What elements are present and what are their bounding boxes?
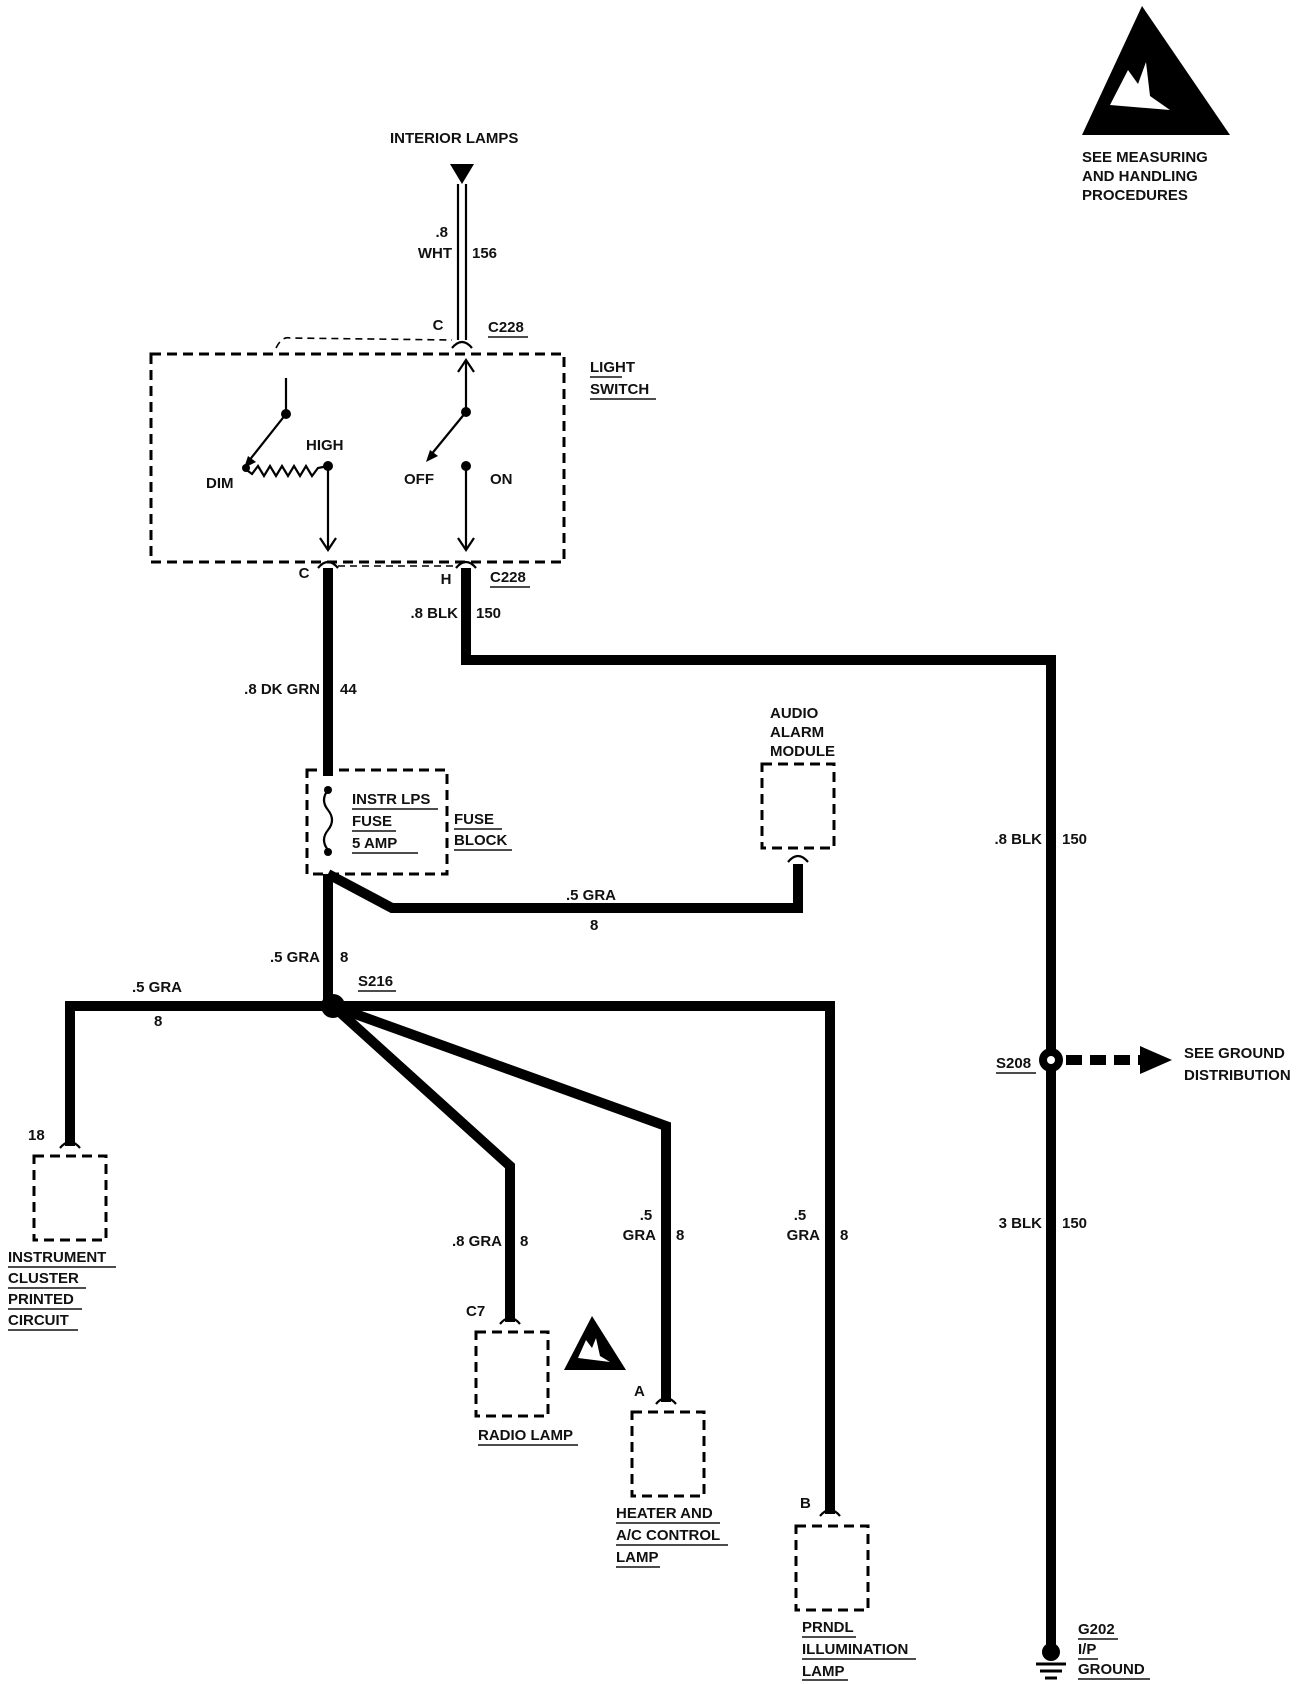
- high-label: HIGH: [306, 437, 344, 454]
- s208-label: S208: [996, 1055, 1031, 1072]
- prndl-lamp-line1: PRNDL: [802, 1619, 854, 1636]
- fuse-block-box: [305, 768, 449, 876]
- instrument-cluster-line2: CLUSTER: [8, 1270, 79, 1287]
- wire-gra-radio: [329, 1002, 515, 1322]
- wire-gra-left: [65, 1001, 333, 1146]
- wire-dkgrn-circuit: 44: [340, 681, 357, 698]
- wire-blk-right-circuit: 150: [1062, 831, 1087, 848]
- ground-distribution-arrow-icon: [1140, 1046, 1172, 1074]
- wire-gra-left-label: .5 GRA: [132, 979, 182, 996]
- fuse-line3: 5 AMP: [352, 835, 397, 852]
- fuse-line1: INSTR LPS: [352, 791, 430, 808]
- wire-top-color: WHT: [418, 245, 452, 262]
- prndl-wire-size: .5: [794, 1207, 807, 1224]
- esd-note-line3: PROCEDURES: [1082, 187, 1188, 204]
- c228-bottom-pin-left: C: [299, 565, 310, 582]
- esd-warning-icon-small: [564, 1316, 626, 1370]
- light-switch-line1: LIGHT: [590, 359, 635, 376]
- ground-line2: I/P: [1078, 1641, 1096, 1658]
- audio-alarm-module-box: [760, 762, 836, 850]
- interior-lamps-label: INTERIOR LAMPS: [390, 130, 518, 147]
- wire-blk-top-label: .8 BLK: [410, 605, 458, 622]
- instrument-cluster-box: [32, 1154, 108, 1242]
- audio-alarm-line3: MODULE: [770, 743, 835, 760]
- wire-3blk-label: 3 BLK: [999, 1215, 1043, 1232]
- s216-label: S216: [358, 973, 393, 990]
- ground-line3: GROUND: [1078, 1661, 1145, 1678]
- ground-icon: [1036, 1643, 1066, 1680]
- audio-alarm-line2: ALARM: [770, 724, 824, 741]
- wire-top-size: .8: [435, 224, 448, 241]
- wire-gra-left-circuit: 8: [154, 1013, 162, 1030]
- radio-lamp-box: [474, 1330, 550, 1418]
- wire-gra-down-label: .5 GRA: [270, 949, 320, 966]
- prndl-lamp-line3: LAMP: [802, 1663, 845, 1680]
- instrument-cluster-line3: PRINTED: [8, 1291, 74, 1308]
- prndl-wire-color: GRA: [787, 1227, 821, 1244]
- dimmer-resistor: [243, 463, 329, 479]
- heater-lamp-line2: A/C CONTROL: [616, 1527, 720, 1544]
- ground-line1: G202: [1078, 1621, 1115, 1638]
- dim-label: DIM: [206, 475, 234, 492]
- heater-lamp-box: [630, 1410, 706, 1498]
- wire-gra-alarm-label: .5 GRA: [566, 887, 616, 904]
- wire-dkgrn-label: .8 DK GRN: [244, 681, 320, 698]
- c228-top-connector: C228: [488, 319, 524, 336]
- audio-alarm-line1: AUDIO: [770, 705, 819, 722]
- wire-blk-top-circuit: 150: [476, 605, 501, 622]
- fuse-block-line2: BLOCK: [454, 832, 507, 849]
- prndl-lamp-line2: ILLUMINATION: [802, 1641, 908, 1658]
- wire-top-circuit: 156: [472, 245, 497, 262]
- off-label: OFF: [404, 471, 434, 488]
- prndl-lamp-box: [794, 1524, 870, 1612]
- instrument-cluster-pin: 18: [28, 1127, 45, 1144]
- wire-gra-alarm-circuit: 8: [590, 917, 598, 934]
- radio-wire-circuit: 8: [520, 1233, 528, 1250]
- wire-blk-150: [461, 568, 1056, 1652]
- radio-lamp-pin: C7: [466, 1303, 485, 1320]
- wire-gra-heater: [331, 1001, 671, 1402]
- wire-3blk-circuit: 150: [1062, 1215, 1087, 1232]
- c228-bottom-connector: C228: [490, 569, 526, 586]
- light-switch-line2: SWITCH: [590, 381, 649, 398]
- esd-note-line2: AND HANDLING: [1082, 168, 1198, 185]
- wire-gra-prndl: [333, 1001, 835, 1514]
- heater-wire-color: GRA: [623, 1227, 657, 1244]
- c228-bottom-pin-right: H: [441, 571, 452, 588]
- instrument-cluster-line4: CIRCUIT: [8, 1312, 69, 1329]
- heater-lamp-line1: HEATER AND: [616, 1505, 713, 1522]
- heater-wire-circuit: 8: [676, 1227, 684, 1244]
- see-ground-line2: DISTRIBUTION: [1184, 1067, 1291, 1084]
- esd-note-line1: SEE MEASURING: [1082, 149, 1208, 166]
- radio-lamp-label: RADIO LAMP: [478, 1427, 573, 1444]
- fuse-icon: [322, 789, 334, 851]
- light-switch-box: [149, 352, 566, 564]
- heater-lamp-line3: LAMP: [616, 1549, 659, 1566]
- interior-lamps-arrow-icon: [450, 164, 474, 184]
- heater-wire-size: .5: [640, 1207, 653, 1224]
- instrument-cluster-line1: INSTRUMENT: [8, 1249, 106, 1266]
- c228-top-pin: C: [433, 317, 444, 334]
- see-ground-line1: SEE GROUND: [1184, 1045, 1285, 1062]
- on-label: ON: [490, 471, 513, 488]
- heater-lamp-pin: A: [634, 1383, 645, 1400]
- wire-blk-right-label: .8 BLK: [994, 831, 1042, 848]
- wire-gra-down-circuit: 8: [340, 949, 348, 966]
- prndl-wire-circuit: 8: [840, 1227, 848, 1244]
- prndl-lamp-pin: B: [800, 1495, 811, 1512]
- radio-wire-label: .8 GRA: [452, 1233, 502, 1250]
- fuse-line2: FUSE: [352, 813, 392, 830]
- c228-top-terminal: [451, 340, 473, 349]
- wire-gra-alarm: [325, 864, 803, 913]
- esd-warning-icon: [1082, 6, 1230, 135]
- fuse-block-line1: FUSE: [454, 811, 494, 828]
